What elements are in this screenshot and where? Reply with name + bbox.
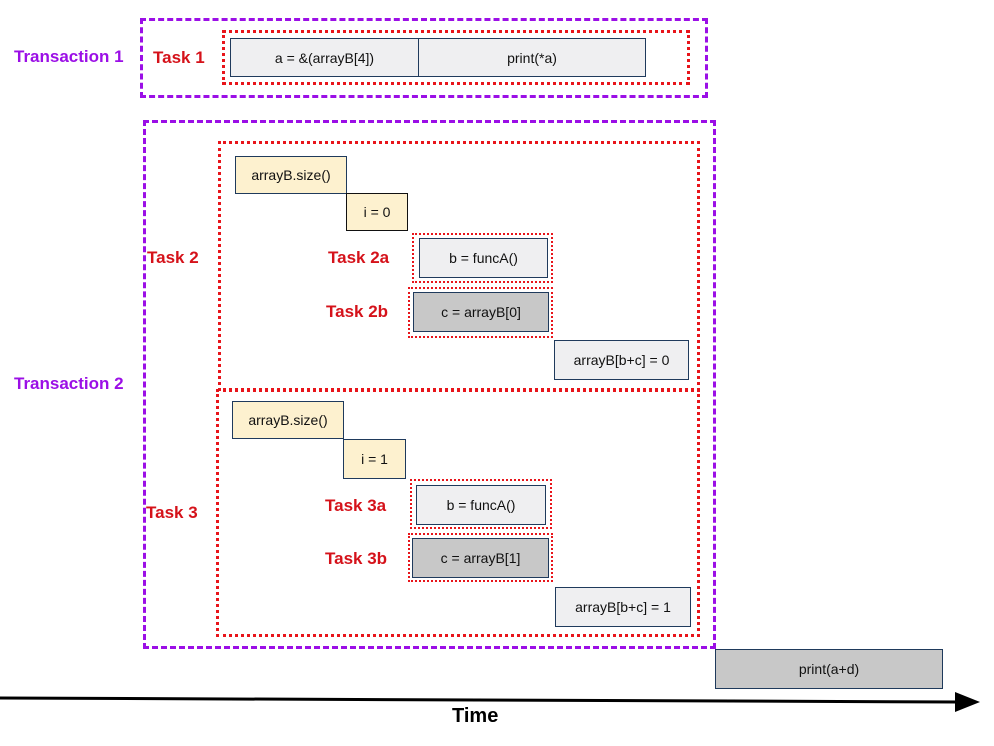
op-t2-write-arrayb: arrayB[b+c] = 0 <box>554 340 689 380</box>
op-t3-write-arrayb: arrayB[b+c] = 1 <box>555 587 691 627</box>
task-3a-label: Task 3a <box>325 496 387 515</box>
task-3-box <box>216 389 700 637</box>
task-3b-label: Task 3b <box>325 549 388 568</box>
task-1-box <box>222 30 690 85</box>
op-t3-arrayb-size: arrayB.size() <box>232 401 344 439</box>
transaction-1-label: Transaction 1 <box>14 47 124 66</box>
time-axis-arrow <box>0 692 980 712</box>
op-t3a-funca: b = funcA() <box>416 485 546 525</box>
task-2b-box <box>408 287 553 338</box>
op-t2b-read-arrayb: c = arrayB[0] <box>413 292 549 332</box>
task-3a-box <box>410 479 552 529</box>
transaction-2-label: Transaction 2 <box>14 374 124 393</box>
op-t2-arrayb-size: arrayB.size() <box>235 156 347 194</box>
op-assign-a: a = &(arrayB[4]) <box>230 38 419 77</box>
op-t2-i-assign: i = 0 <box>346 193 408 231</box>
op-t3b-read-arrayb: c = arrayB[1] <box>412 538 549 578</box>
task-2b-label: Task 2b <box>326 302 389 321</box>
task-1-label: Task 1 <box>153 48 205 67</box>
task-2a-label: Task 2a <box>328 248 390 267</box>
op-print-star-a: print(*a) <box>418 38 646 77</box>
transaction-1-box <box>140 18 708 98</box>
task-3-label: Task 3 <box>146 503 198 522</box>
time-axis-label: Time <box>452 705 499 727</box>
task-2-label: Task 2 <box>147 248 199 267</box>
op-final-print: print(a+d) <box>715 649 943 689</box>
task-3b-box <box>408 533 553 582</box>
op-t2a-funca: b = funcA() <box>419 238 548 278</box>
task-2a-box <box>412 233 553 283</box>
op-t3-i-assign: i = 1 <box>343 439 406 479</box>
transaction-2-box <box>143 120 716 649</box>
